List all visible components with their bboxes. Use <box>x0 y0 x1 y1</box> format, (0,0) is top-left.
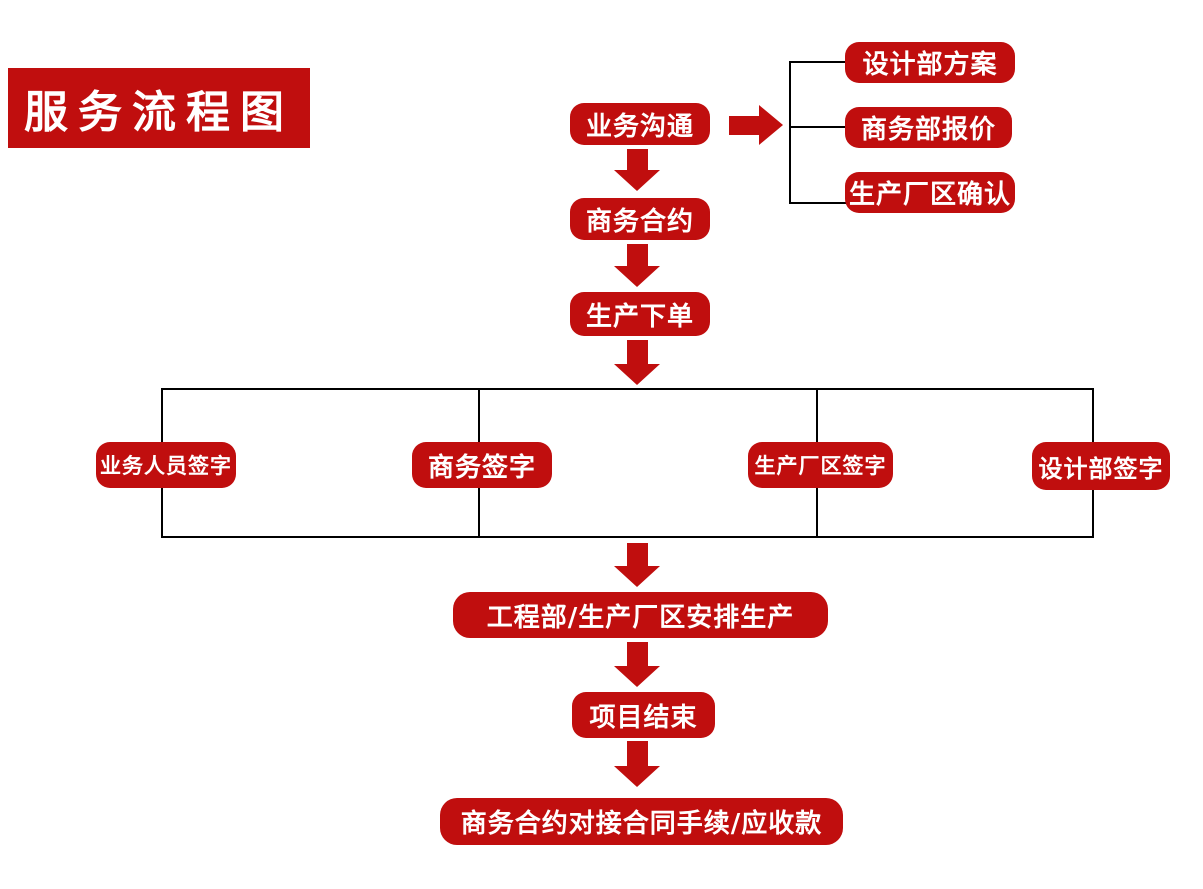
node-production-order: 生产下单 <box>570 292 710 336</box>
arrow-down-icon <box>614 741 660 787</box>
bracket-top-line <box>789 61 846 63</box>
arrow-stem <box>729 115 759 135</box>
arrow-stem <box>626 741 648 766</box>
arrow-down-icon <box>614 543 660 587</box>
node-design-dept-plan: 设计部方案 <box>845 42 1015 83</box>
node-arrange-production: 工程部/生产厂区安排生产 <box>453 592 828 638</box>
arrow-head <box>759 105 783 145</box>
arrow-right-icon <box>729 105 783 145</box>
arrow-down-icon <box>614 642 660 687</box>
arrow-stem <box>626 244 648 266</box>
arrow-stem <box>626 149 648 170</box>
node-contract-followup: 商务合约对接合同手续/应收款 <box>440 798 843 845</box>
bracket-bottom-line <box>789 202 846 204</box>
arrow-head <box>614 766 660 787</box>
arrow-head <box>614 364 660 385</box>
arrow-down-icon <box>614 244 660 287</box>
arrow-down-icon <box>614 340 660 385</box>
node-salesperson-sign: 业务人员签字 <box>96 442 236 488</box>
node-commerce-dept-quote: 商务部报价 <box>845 107 1012 148</box>
node-production-area-sign: 生产厂区签字 <box>748 442 893 488</box>
arrow-head <box>614 566 660 587</box>
bracket-middle-line <box>789 126 846 128</box>
node-business-contract: 商务合约 <box>570 198 710 240</box>
bracket-vertical-line <box>789 62 791 204</box>
arrow-head <box>614 666 660 687</box>
page-title: 服务流程图 <box>8 68 310 148</box>
node-production-area-confirm: 生产厂区确认 <box>845 172 1015 213</box>
arrow-down-icon <box>614 149 660 191</box>
arrow-stem <box>626 543 648 566</box>
node-business-communication: 业务沟通 <box>570 103 710 145</box>
signature-grid-rectangle <box>161 388 1094 538</box>
arrow-stem <box>626 642 648 666</box>
node-commerce-sign: 商务签字 <box>412 442 552 488</box>
arrow-head <box>614 266 660 287</box>
node-design-dept-sign: 设计部签字 <box>1032 442 1170 490</box>
node-project-end: 项目结束 <box>572 692 715 738</box>
arrow-stem <box>626 340 648 364</box>
arrow-head <box>614 170 660 191</box>
